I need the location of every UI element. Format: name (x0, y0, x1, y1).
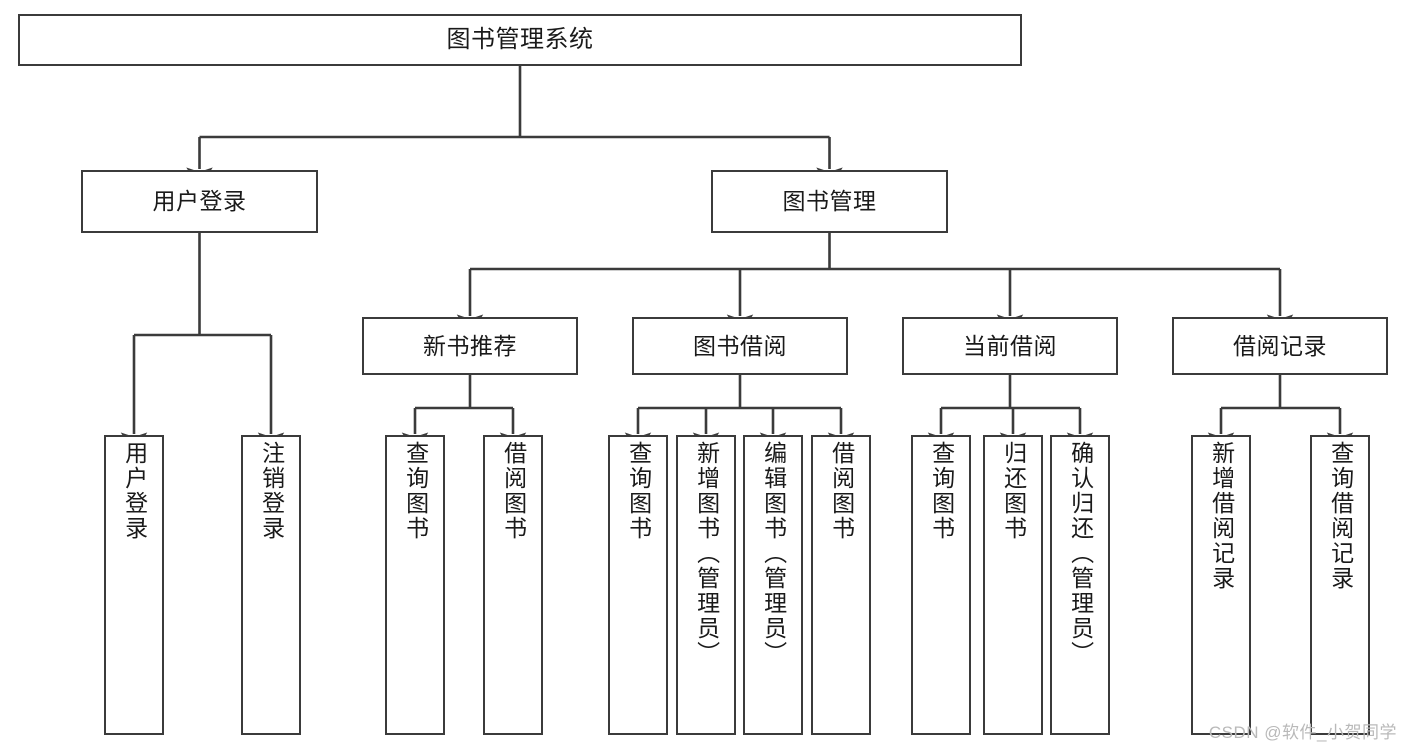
leaf-borrow-book-label: 借阅图书 (828, 441, 855, 541)
leaf-edit-book-admin-label: 编辑图书（管理员） (760, 441, 787, 666)
leaf-add-borrow-record[interactable]: 新增借阅记录 (1191, 435, 1251, 735)
leaf-user-login[interactable]: 用户登录 (104, 435, 164, 735)
node-book-borrow-label: 图书借阅 (693, 332, 787, 359)
watermark: CSDN @软件_小贺同学 (1208, 723, 1397, 742)
leaf-add-book-admin[interactable]: 新增图书（管理员） (676, 435, 736, 735)
node-borrow-record[interactable]: 借阅记录 (1172, 317, 1388, 375)
leaf-confirm-return-admin-label: 确认归还（管理员） (1067, 441, 1094, 666)
leaf-query-book-current[interactable]: 查询图书 (911, 435, 971, 735)
node-book-borrow[interactable]: 图书借阅 (632, 317, 848, 375)
node-current-borrow[interactable]: 当前借阅 (902, 317, 1118, 375)
node-current-borrow-label: 当前借阅 (963, 332, 1057, 359)
node-root[interactable]: 图书管理系统 (18, 14, 1022, 66)
leaf-query-borrow-record[interactable]: 查询借阅记录 (1310, 435, 1370, 735)
leaf-confirm-return-admin[interactable]: 确认归还（管理员） (1050, 435, 1110, 735)
node-book-management[interactable]: 图书管理 (711, 170, 948, 233)
node-user-login[interactable]: 用户登录 (81, 170, 318, 233)
node-user-login-label: 用户登录 (152, 188, 247, 215)
leaf-borrow-book-recommend[interactable]: 借阅图书 (483, 435, 543, 735)
leaf-user-login-label: 用户登录 (121, 441, 148, 541)
leaf-add-book-admin-label: 新增图书（管理员） (693, 441, 720, 666)
leaf-logout-label: 注销登录 (258, 441, 285, 541)
leaf-borrow-book-recommend-label: 借阅图书 (500, 441, 527, 541)
leaf-query-borrow-record-label: 查询借阅记录 (1327, 441, 1354, 591)
leaf-query-book-borrow[interactable]: 查询图书 (608, 435, 668, 735)
leaf-return-book[interactable]: 归还图书 (983, 435, 1043, 735)
leaf-query-book-recommend[interactable]: 查询图书 (385, 435, 445, 735)
leaf-logout[interactable]: 注销登录 (241, 435, 301, 735)
leaf-query-book-borrow-label: 查询图书 (625, 441, 652, 541)
node-new-book-recommend[interactable]: 新书推荐 (362, 317, 578, 375)
node-borrow-record-label: 借阅记录 (1233, 332, 1327, 359)
leaf-borrow-book[interactable]: 借阅图书 (811, 435, 871, 735)
leaf-query-book-current-label: 查询图书 (928, 441, 955, 541)
leaf-query-book-recommend-label: 查询图书 (402, 441, 429, 541)
node-book-management-label: 图书管理 (782, 188, 877, 215)
node-root-label: 图书管理系统 (446, 26, 594, 54)
leaf-add-borrow-record-label: 新增借阅记录 (1208, 441, 1235, 591)
leaf-return-book-label: 归还图书 (1000, 441, 1027, 541)
node-new-book-recommend-label: 新书推荐 (423, 332, 517, 359)
leaf-edit-book-admin[interactable]: 编辑图书（管理员） (743, 435, 803, 735)
